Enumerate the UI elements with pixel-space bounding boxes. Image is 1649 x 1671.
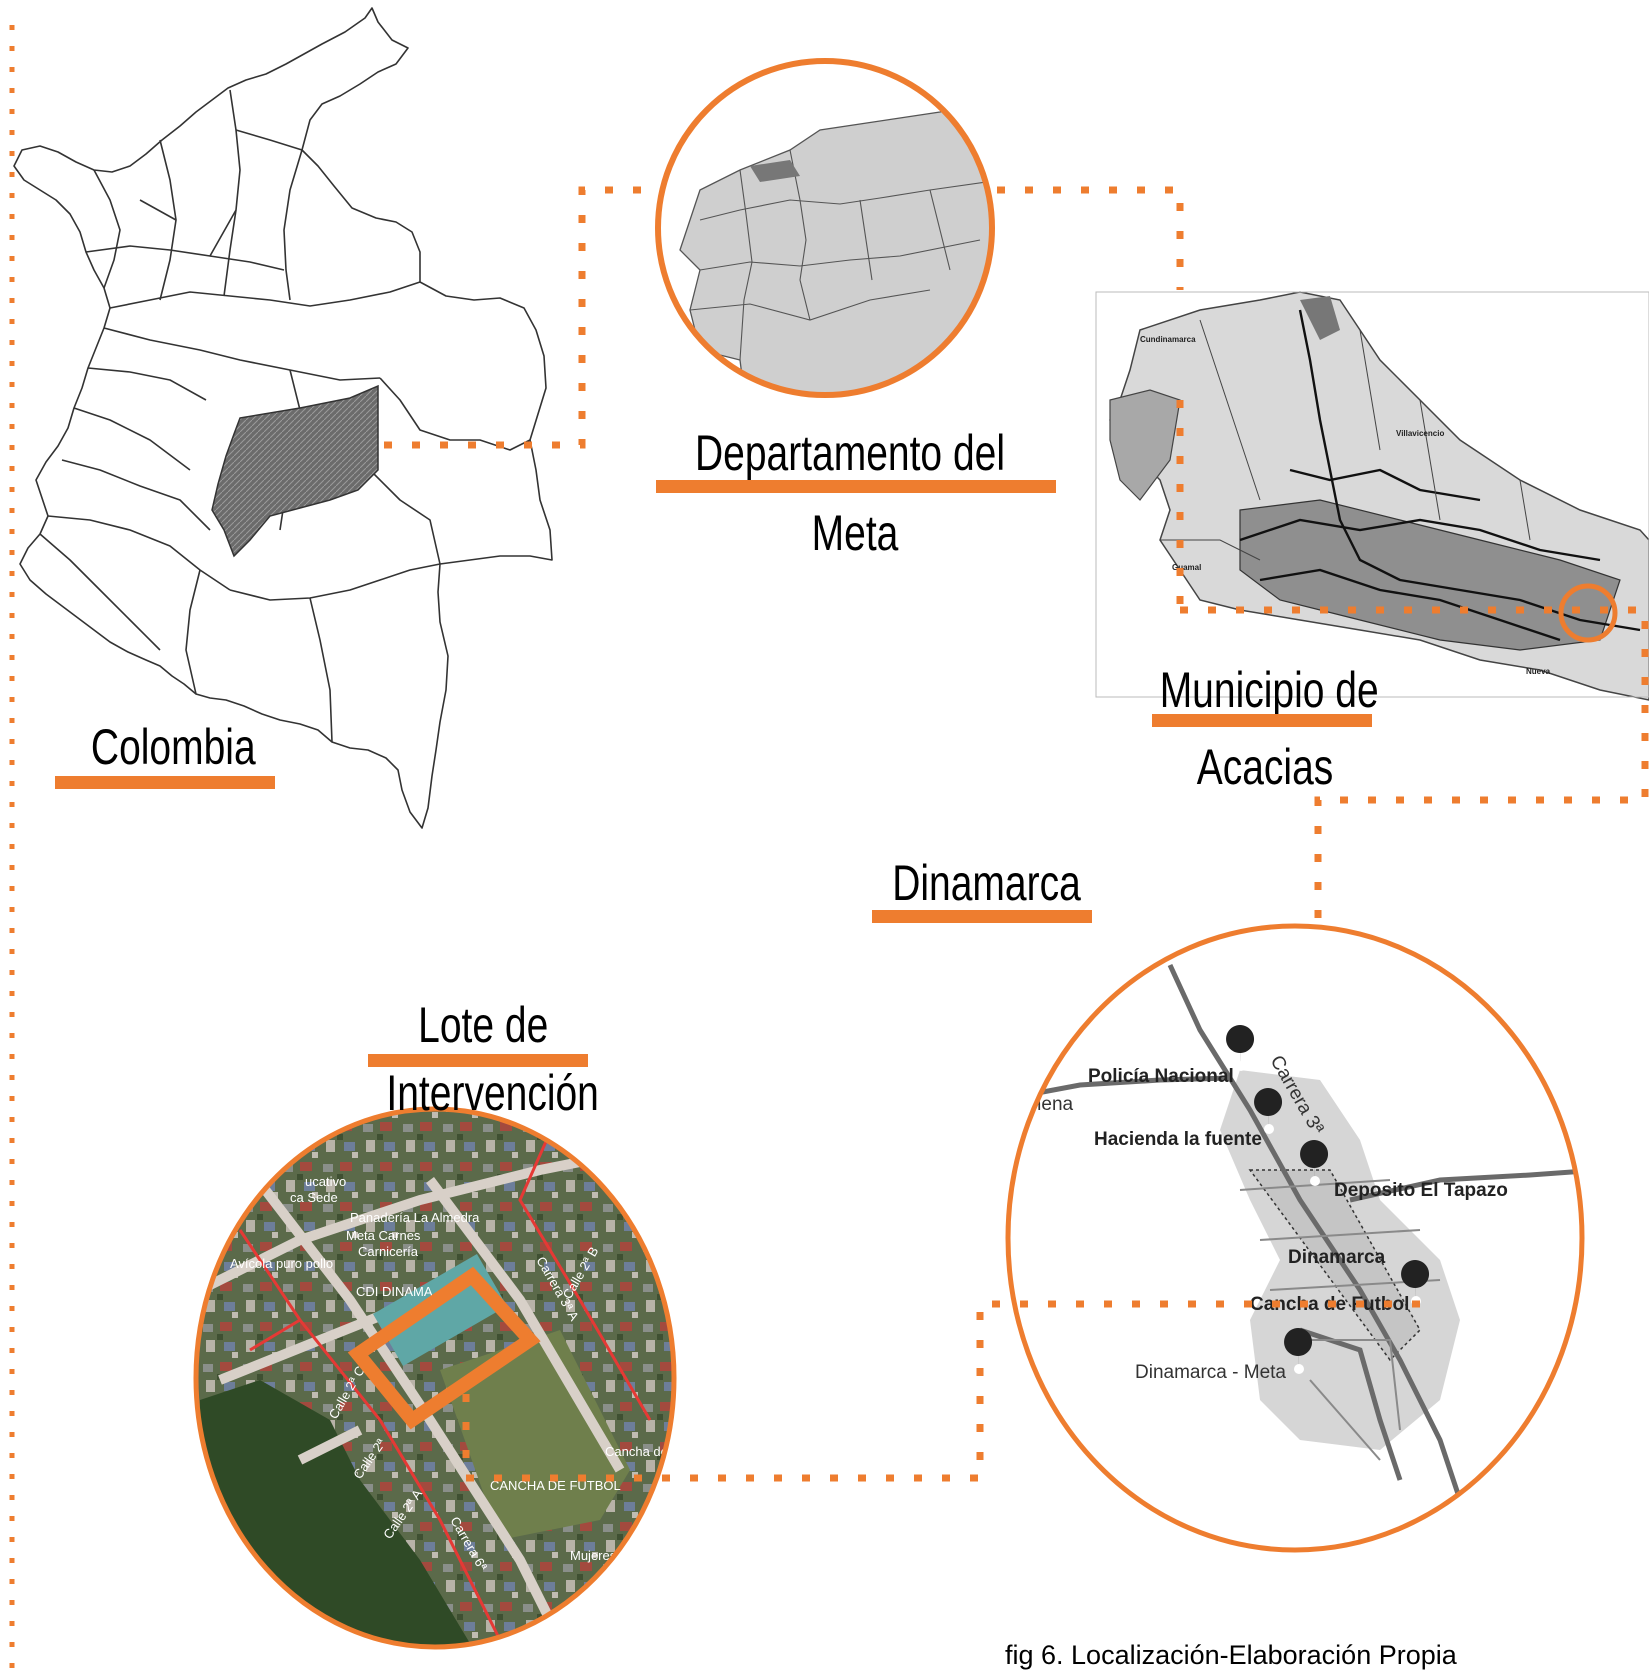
pin-label-deposito: Deposito El Tapazo: [1334, 1180, 1508, 1201]
road-label-rimena: rimena: [1015, 1094, 1074, 1115]
svg-text:ucativo: ucativo: [305, 1174, 346, 1189]
label-colombia: Colombia: [90, 719, 256, 775]
colombia-map: [13, 7, 553, 829]
underline-dinamarca: [872, 910, 1092, 923]
underline-colombia: [55, 776, 275, 789]
meta-circle-frame: [655, 58, 995, 398]
svg-text:Villavicencio: Villavicencio: [1396, 429, 1444, 438]
svg-text:Carnicería: Carnicería: [358, 1244, 419, 1259]
svg-text:ca Sede: ca Sede: [290, 1190, 338, 1205]
svg-text:CANCHA DE FUTBOL: CANCHA DE FUTBOL: [490, 1478, 621, 1493]
pin-label-dinamarca-meta: Dinamarca - Meta: [1135, 1362, 1286, 1383]
svg-text:Guamal: Guamal: [1172, 563, 1201, 572]
underline-lote: [368, 1054, 588, 1067]
label-meta: Meta: [811, 505, 899, 561]
label-lote: Lote de: [418, 997, 549, 1053]
svg-text:Meta Carnes: Meta Carnes: [346, 1228, 421, 1243]
svg-text:CDI DINAMA: CDI DINAMA: [356, 1284, 433, 1299]
label-intervencion: Intervención: [386, 1065, 599, 1121]
acacias-highlight-circle: [1558, 583, 1618, 643]
svg-text:Cancha de F: Cancha de F: [605, 1444, 679, 1459]
label-departamento: Departamento del: [694, 425, 1006, 481]
location-pin-icon: [1226, 1025, 1430, 1374]
meta-region-highlight: [211, 384, 379, 558]
svg-text:Panadería La Almedra: Panadería La Almedra: [350, 1210, 480, 1225]
dinamarca-map: rimena Carrera 3ª Policía Nacional Hacie…: [1005, 923, 1585, 1553]
underline-departamento: [656, 480, 1056, 493]
label-municipio: Municipio de: [1159, 662, 1379, 718]
svg-text:Mujeres El Dotaciones In: Mujeres El Dotaciones In: [570, 1548, 715, 1563]
intervention-outline: [347, 1266, 541, 1430]
connector-municipio-dinamarca: [1180, 606, 1649, 970]
meta-department-map: [655, 58, 995, 398]
svg-text:Nueva: Nueva: [1526, 667, 1551, 676]
lote-map: Panadería La Almedra Meta Carnes Carnice…: [193, 1106, 715, 1650]
dinamarca-circle-frame: [1005, 923, 1585, 1553]
svg-text:Avícola puro pollo: Avícola puro pollo: [230, 1256, 333, 1271]
label-dinamarca: Dinamarca: [892, 855, 1081, 911]
pin-label-policia: Policía Nacional: [1088, 1066, 1234, 1087]
underline-municipio: [1152, 714, 1372, 727]
svg-text:Cundinamarca: Cundinamarca: [1140, 335, 1196, 344]
pin-label-hacienda: Hacienda la fuente: [1094, 1129, 1262, 1150]
connector-colombia-meta: [384, 186, 1184, 449]
figure-caption: fig 6. Localización-Elaboración Propia: [1005, 1640, 1457, 1670]
pin-label-dinamarca: Dinamarca: [1288, 1247, 1386, 1268]
label-acacias: Acacias: [1196, 739, 1334, 795]
lote-circle-frame: [193, 1106, 677, 1650]
municipio-map: Cundinamarca Villavicencio Guamal Nueva: [1090, 290, 1649, 710]
